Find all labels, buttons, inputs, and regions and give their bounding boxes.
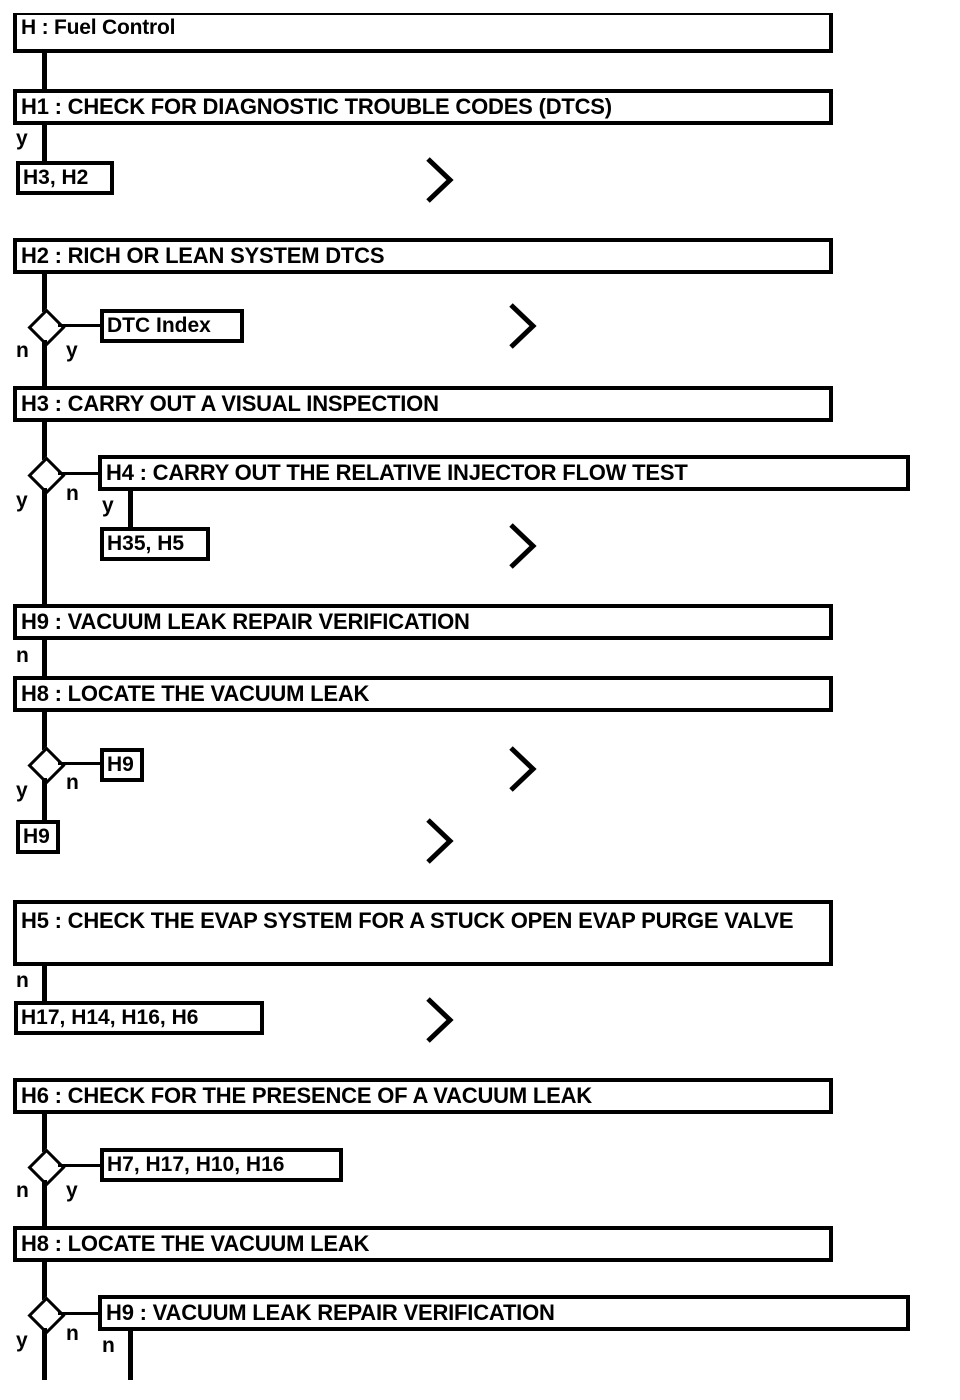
node-h9-bottom-leak-repair-verification[interactable]: H9 : VACUUM LEAK REPAIR VERIFICATION xyxy=(98,1295,910,1331)
node-h6-check-vacuum-leak-presence[interactable]: H6 : CHECK FOR THE PRESENCE OF A VACUUM … xyxy=(13,1078,833,1114)
node-h8-top-locate-vacuum-leak[interactable]: H8 : LOCATE THE VACUUM LEAK xyxy=(13,676,833,712)
connector-h3-to-decision xyxy=(42,422,47,460)
node-ref-h17-h14-h16-h6[interactable]: H17, H14, H16, H6 xyxy=(14,1001,264,1035)
connector-title-to-h1 xyxy=(42,53,47,90)
node-ref-dtc-index[interactable]: DTC Index xyxy=(100,309,244,343)
connector-h6-to-decision xyxy=(42,1114,47,1152)
branch-label-h6-no: n xyxy=(16,1179,29,1202)
branch-label-h5-no: n xyxy=(16,969,29,992)
connector-h8bot-no-to-h9bot xyxy=(58,1312,103,1315)
connector-h8bot-yes-down xyxy=(42,1328,47,1380)
node-h2-rich-or-lean[interactable]: H2 : RICH OR LEAN SYSTEM DTCS xyxy=(13,238,833,274)
decision-h8-top[interactable] xyxy=(29,748,59,778)
node-h5-check-evap-system[interactable]: H5 : CHECK THE EVAP SYSTEM FOR A STUCK O… xyxy=(13,900,833,966)
offpage-connector-icon-2 xyxy=(507,301,541,351)
connector-h8bot-to-decision xyxy=(42,1262,47,1300)
connector-h9bot-no-down xyxy=(128,1331,133,1380)
node-h3-visual-inspection[interactable]: H3 : CARRY OUT A VISUAL INSPECTION xyxy=(13,386,833,422)
node-ref-h35-h5[interactable]: H35, H5 xyxy=(100,527,210,561)
offpage-connector-icon-6 xyxy=(424,995,458,1045)
connector-h8top-no-to-ref xyxy=(58,762,103,765)
branch-label-h9bot-no: n xyxy=(102,1334,115,1357)
branch-label-h2-yes: y xyxy=(66,339,78,362)
connector-h6-yes-to-ref xyxy=(58,1164,103,1167)
branch-label-h1-yes: y xyxy=(16,127,28,150)
decision-h3[interactable] xyxy=(29,458,59,488)
connector-h5-to-ref xyxy=(42,966,47,1004)
branch-label-h2-no: n xyxy=(16,339,29,362)
connector-h2-yes-to-dtc-index xyxy=(58,324,103,327)
node-ref-h9-a[interactable]: H9 xyxy=(100,748,144,782)
connector-h9top-to-h8top xyxy=(42,640,47,676)
branch-label-h8top-no: n xyxy=(66,771,79,794)
connector-h8top-to-decision xyxy=(42,712,47,750)
branch-label-h8bot-yes: y xyxy=(16,1329,28,1352)
node-h4-injector-flow-test[interactable]: H4 : CARRY OUT THE RELATIVE INJECTOR FLO… xyxy=(98,455,910,491)
node-h1-check-dtcs[interactable]: H1 : CHECK FOR DIAGNOSTIC TROUBLE CODES … xyxy=(13,89,833,125)
branch-label-h8top-yes: y xyxy=(16,779,28,802)
decision-h6[interactable] xyxy=(29,1150,59,1180)
branch-label-h8bot-no: n xyxy=(66,1322,79,1345)
node-h8-bottom-locate-vacuum-leak[interactable]: H8 : LOCATE THE VACUUM LEAK xyxy=(13,1226,833,1262)
decision-h2[interactable] xyxy=(29,310,59,340)
offpage-connector-icon-5 xyxy=(424,816,458,866)
offpage-connector-icon-1 xyxy=(424,155,458,205)
offpage-connector-icon-3 xyxy=(507,521,541,571)
connector-h3-no-to-h4 xyxy=(58,472,103,475)
branch-label-h6-yes: y xyxy=(66,1179,78,1202)
connector-h1-to-ref xyxy=(42,125,47,162)
node-title-fuel-control[interactable]: H : Fuel Control xyxy=(13,13,833,53)
node-ref-h9-b[interactable]: H9 xyxy=(16,820,60,854)
connector-h6-no-to-h8bot xyxy=(42,1180,47,1226)
offpage-connector-icon-4 xyxy=(507,744,541,794)
connector-h8top-yes-to-ref xyxy=(42,778,47,820)
branch-label-h4-yes: y xyxy=(102,494,114,517)
connector-h2-to-decision xyxy=(42,274,47,312)
branch-label-h3-yes: y xyxy=(16,489,28,512)
connector-h3-yes-down xyxy=(42,488,47,604)
connector-h2-no-to-h3 xyxy=(42,340,47,386)
decision-h8-bottom[interactable] xyxy=(29,1298,59,1328)
branch-label-h3-no: n xyxy=(66,482,79,505)
connector-h4-to-ref xyxy=(128,491,133,528)
node-ref-h7-h17-h10-h16[interactable]: H7, H17, H10, H16 xyxy=(100,1148,343,1182)
node-ref-h3-h2[interactable]: H3, H2 xyxy=(16,161,114,195)
node-h9-top-leak-repair-verification[interactable]: H9 : VACUUM LEAK REPAIR VERIFICATION xyxy=(13,604,833,640)
branch-label-h9top-no: n xyxy=(16,644,29,667)
